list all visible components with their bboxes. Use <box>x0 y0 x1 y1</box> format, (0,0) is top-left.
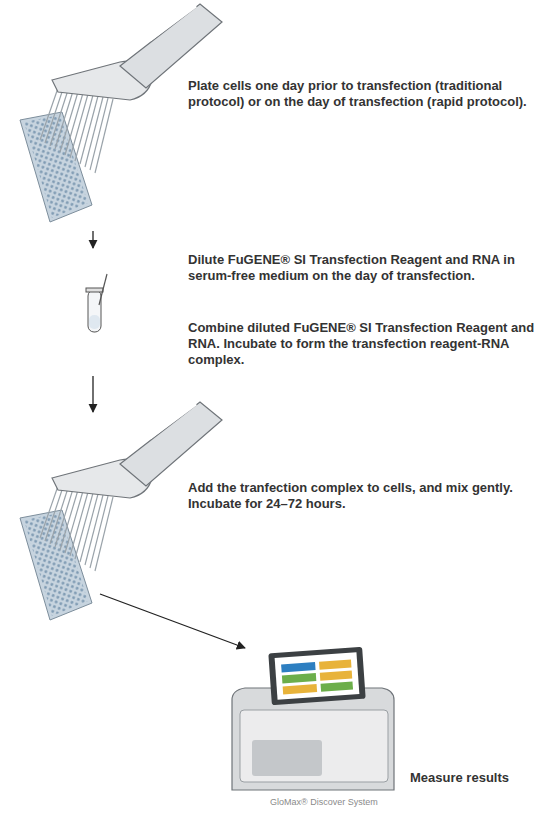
step-text: Plate cells one day prior to transfectio… <box>188 78 538 110</box>
flow-arrow <box>92 376 93 412</box>
instrument-caption: GloMax® Discover System <box>270 797 378 807</box>
step-text: Dilute FuGENE® SI Transfection Reagent a… <box>188 252 528 284</box>
step-node: Plate cells one day prior to transfectio… <box>20 5 545 227</box>
flow-arrow <box>100 594 245 648</box>
step-text: Combine diluted FuGENE® SI Transfection … <box>188 320 538 368</box>
step-node: Dilute FuGENE® SI Transfection Reagent a… <box>20 250 545 372</box>
step-text: Add the tranfection complex to cells, an… <box>188 480 543 512</box>
flow-arrow <box>92 231 93 248</box>
step-node: Measure results <box>225 650 540 795</box>
step-text: Measure results <box>410 770 535 786</box>
step-node: Add the tranfection complex to cells, an… <box>20 414 545 590</box>
